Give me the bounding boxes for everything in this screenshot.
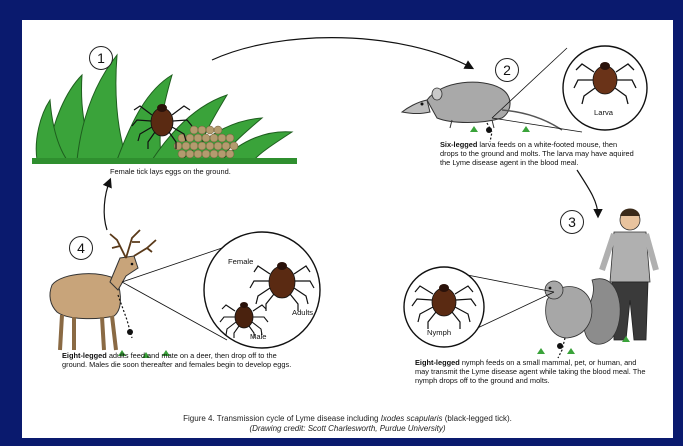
arrow-1-to-2 [212, 38, 472, 68]
step-3-number: 3 [560, 210, 584, 234]
step-3-bold: Eight-legged [415, 358, 460, 367]
step-4-bold: Eight-legged [62, 351, 107, 360]
female-label: Female [228, 257, 253, 266]
caption-suffix: (black-legged tick). [443, 414, 512, 423]
squirrel [537, 279, 630, 358]
arrow-4-to-1 [104, 180, 110, 230]
figure-credit: (Drawing credit: Scott Charlesworth, Pur… [22, 424, 673, 434]
step-2-caption: Six-legged larva feeds on a white-footed… [440, 140, 636, 167]
white-footed-mouse [402, 82, 562, 142]
step-1-caption: Female tick lays eggs on the ground. [110, 167, 310, 176]
step-4-number: 4 [69, 236, 93, 260]
step-2-number: 2 [495, 58, 519, 82]
nymph-label: Nymph [427, 328, 451, 337]
step-4-caption: Eight-legged adults feed and mate on a d… [62, 351, 302, 369]
male-label: Male [250, 332, 266, 341]
adults-label: Adults [292, 308, 313, 317]
figure-caption: Figure 4. Transmission cycle of Lyme dis… [22, 414, 673, 424]
step-2-bold: Six-legged [440, 140, 477, 149]
figure-panel: 1 2 3 4 Female tick lays eggs on the gro… [22, 20, 673, 438]
step-3-caption: Eight-legged nymph feeds on a small mamm… [415, 358, 650, 385]
step-1-number: 1 [89, 46, 113, 70]
caption-species: Ixodes scapularis [381, 414, 443, 423]
caption-prefix: Figure 4. Transmission cycle of Lyme dis… [183, 414, 381, 423]
adults-magnifier [204, 232, 320, 348]
arrow-2-to-3 [577, 170, 598, 216]
deer [50, 230, 170, 358]
larva-label: Larva [594, 108, 613, 117]
